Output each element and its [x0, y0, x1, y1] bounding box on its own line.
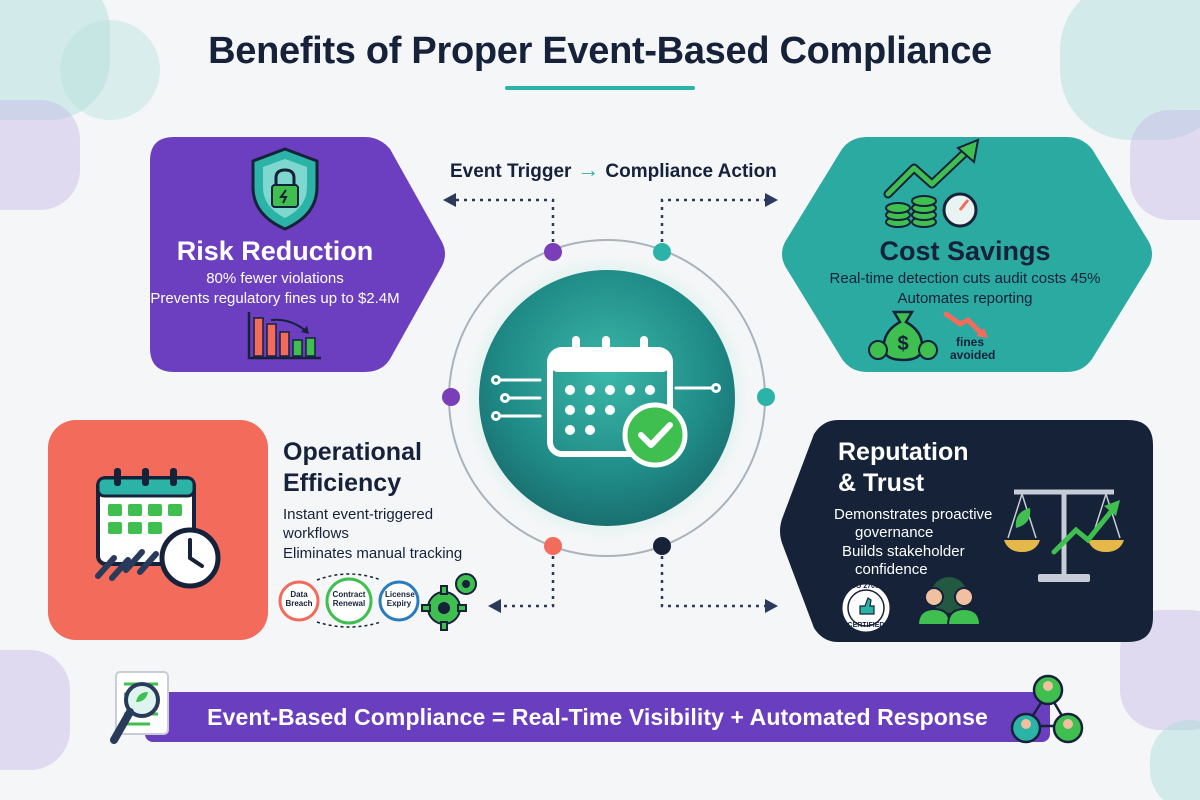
reputation-line-4: confidence [855, 561, 928, 578]
bottom-banner-text: Event-Based Compliance = Real-Time Visib… [207, 703, 988, 730]
bg-shape-top-left [0, 0, 110, 120]
event-label-contract-renewal: Contract Renewal [332, 590, 366, 608]
flow-action-label: Compliance Action [605, 161, 777, 182]
risk-title: Risk Reduction [176, 236, 374, 266]
flow-label: Event Trigger→Compliance Action [450, 157, 780, 183]
risk-line-2: Prevents regulatory fines up to $2.4M [150, 290, 400, 307]
arrow-top-right [765, 193, 778, 207]
node-right [757, 388, 775, 406]
bg-shape-bottom-right-2 [1150, 720, 1200, 800]
efficiency-title-2: Efficiency [283, 469, 402, 497]
cost-line-2: Automates reporting [897, 290, 1033, 307]
efficiency-line-2: workflows [283, 525, 349, 542]
iso-badge-label-1: ISO 27001 [849, 583, 883, 590]
flow-arrow-icon: → [577, 157, 600, 182]
event-node-data-breach [278, 580, 320, 622]
page-title: Benefits of Proper Event-Based Complianc… [208, 30, 992, 72]
arrow-top-left [443, 193, 456, 207]
iso-badge-icon [839, 581, 893, 635]
node-bottom-right [653, 537, 671, 555]
arrow-bottom-right [765, 599, 778, 613]
gear-icon [421, 573, 477, 631]
node-left [442, 388, 460, 406]
cost-title: Cost Savings [879, 236, 1051, 266]
people-icon [916, 577, 982, 626]
scale-icon [1004, 489, 1124, 582]
arrow-bottom-left [488, 599, 501, 613]
reputation-title-1: Reputation [838, 438, 969, 466]
bg-shape-bottom-left [0, 650, 70, 770]
connector-top-left [455, 198, 555, 250]
bg-shape-top-right-2 [1130, 110, 1200, 220]
fines-label-1: fines [955, 335, 984, 349]
title-underline [505, 86, 695, 90]
money-bag-icon: $ [868, 310, 938, 362]
magnifier-document-icon [110, 671, 169, 744]
event-label-license-expiry: License Expiry [385, 590, 415, 608]
bg-shape-top-left-3 [60, 20, 160, 120]
calendar-check-icon [491, 336, 721, 468]
cost-line-1: Real-time detection cuts audit costs 45% [829, 270, 1101, 287]
bottom-banner: Event-Based Compliance = Real-Time Visib… [145, 692, 1050, 742]
shield-lock-icon [251, 147, 319, 231]
event-node-license-expiry [378, 580, 420, 622]
reputation-line-3: Builds stakeholder [842, 543, 965, 560]
fines-down-arrow-icon [943, 311, 988, 338]
connector-bottom-right [660, 548, 765, 608]
flow-trigger-label: Event Trigger [450, 161, 572, 182]
bg-shape-top-right [1060, 0, 1200, 140]
reputation-line-1: Demonstrates proactive [834, 506, 993, 523]
network-people-icon [1010, 674, 1084, 744]
reputation-title-2: & Trust [838, 469, 925, 497]
node-top-left [544, 243, 562, 261]
growth-coins-icon [883, 138, 980, 228]
node-top-right [653, 243, 671, 261]
risk-reduction-card [150, 137, 445, 372]
connector-top-right [660, 198, 765, 250]
event-label-data-breach: Data Breach [285, 590, 313, 608]
reputation-line-2: governance [855, 524, 934, 541]
iso-badge-label-2: CERTIFIED [847, 622, 885, 629]
connector-bottom-left [500, 548, 555, 608]
fines-label-2: avoided [950, 348, 996, 362]
node-bottom-left [544, 537, 562, 555]
efficiency-title-1: Operational [283, 438, 422, 466]
cost-savings-card [782, 137, 1152, 372]
calendar-chain-icon [95, 468, 221, 589]
bar-chart-down-icon [247, 312, 321, 360]
bg-shape-top-left-2 [0, 100, 80, 210]
risk-line-1: 80% fewer violations [206, 270, 344, 287]
event-node-contract-renewal [325, 577, 373, 625]
svg-text:$: $ [897, 333, 908, 355]
efficiency-line-3: Eliminates manual tracking [283, 545, 463, 562]
event-cycle-diagram [278, 573, 420, 628]
efficiency-line-1: Instant event-triggered [283, 506, 434, 523]
